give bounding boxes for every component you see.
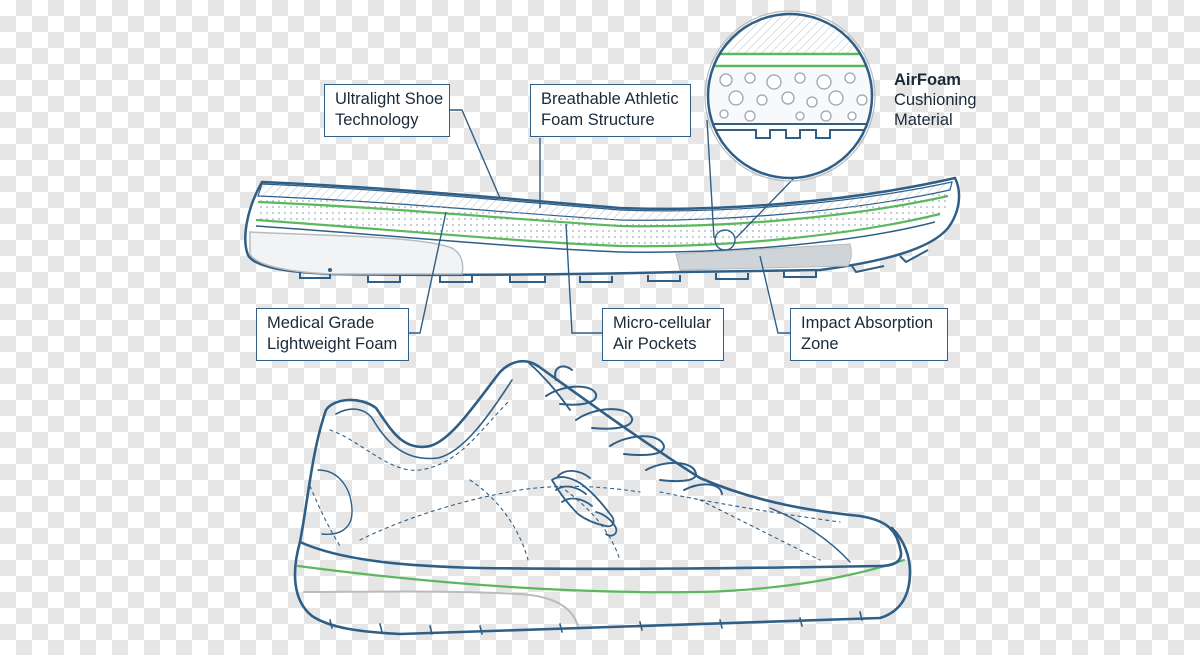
shoe-heel-accent (303, 590, 579, 627)
callout-text-line: Air Pockets (613, 335, 697, 353)
callout-text-line: Breathable Athletic (541, 90, 679, 108)
callout-text-line: Impact Absorption (801, 314, 934, 332)
callout-ultralight-shoe-technology: Ultralight Shoe Technology (324, 84, 450, 137)
green-layer-line-bottom (255, 212, 941, 248)
heel-insert (249, 231, 464, 275)
shoe-green-line (296, 558, 906, 594)
shoe-upper-outline (298, 359, 903, 571)
heel-dot (328, 268, 332, 272)
callout-micro-cellular-air-pockets: Micro-cellular Air Pockets (602, 308, 724, 361)
callout-impact-absorption-zone: Impact Absorption Zone (790, 308, 948, 361)
shoe-collar-line (335, 379, 513, 460)
sole-cross-section (244, 176, 961, 283)
airfoam-line-2: Material (894, 111, 953, 129)
callout-breathable-athletic-foam: Breathable Athletic Foam Structure (530, 84, 691, 137)
callout-text-line: Technology (335, 111, 419, 129)
midsole-foam-layer (256, 190, 951, 246)
callout-text-line: Lightweight Foam (267, 335, 398, 353)
airfoam-name: AirFoam (894, 71, 961, 89)
sole-inner-line (255, 221, 936, 253)
shoe-sole-outline (293, 526, 912, 636)
shoe-heel-counter (317, 469, 353, 535)
callout-medical-grade-foam: Medical Grade Lightweight Foam (256, 308, 409, 361)
airfoam-magnifier (704, 10, 876, 251)
leader-lines (408, 109, 790, 334)
sole-tread (299, 249, 929, 283)
shoe-toe-cap (769, 507, 851, 563)
callout-text-line: Micro-cellular (613, 314, 712, 332)
airfoam-line-1: Cushioning (894, 91, 977, 109)
callout-text-line: Medical Grade (267, 314, 375, 332)
shoe-illustration (293, 359, 912, 636)
callout-text-line: Foam Structure (541, 111, 655, 129)
shoe-tread (329, 611, 863, 635)
callout-text-line: Ultralight Shoe (335, 90, 444, 108)
green-layer-line-top (257, 194, 949, 228)
winged-foot-logo-icon (551, 470, 618, 537)
shoe-stitching (309, 399, 841, 561)
impact-zone-insert (675, 243, 852, 271)
airfoam-label: AirFoam Cushioning Material (894, 70, 977, 130)
callout-text-line: Zone (801, 335, 839, 353)
shoe-tongue (499, 360, 571, 411)
shoe-laces (545, 365, 723, 495)
